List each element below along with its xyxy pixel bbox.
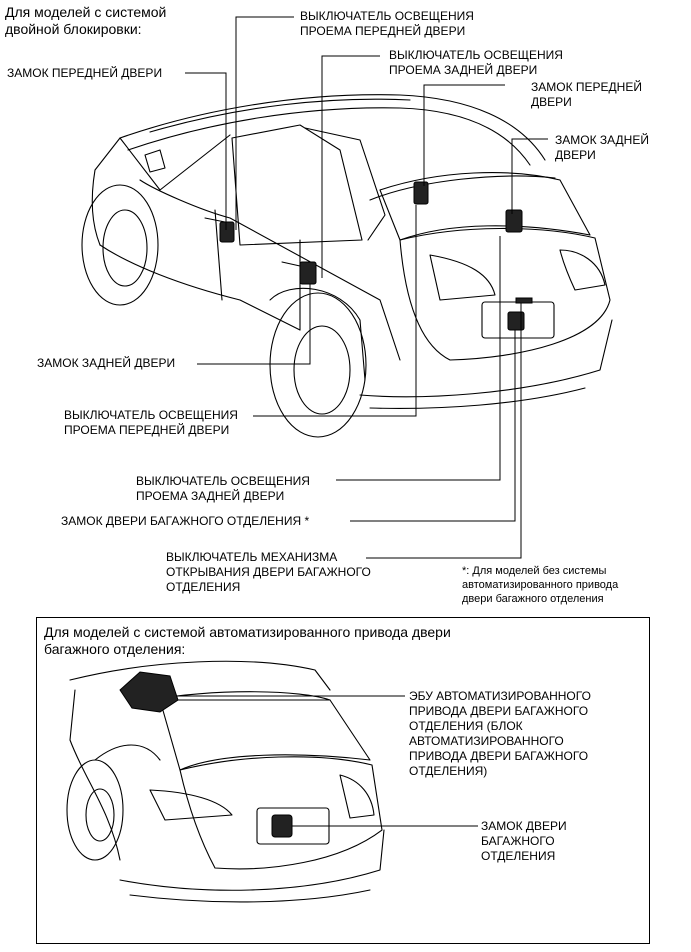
section-header-power-back-door: Для моделей с системой автоматизированно… [44, 624, 451, 657]
label-power-back-door-ecu: ЭБУ АВТОМАТИЗИРОВАННОГО ПРИВОДА ДВЕРИ БА… [409, 689, 591, 778]
label-rear-door-lock-right: ЗАМОК ЗАДНЕЙ ДВЕРИ [555, 133, 649, 162]
label-front-door-lock-right: ЗАМОК ПЕРЕДНЕЙ ДВЕРИ [531, 80, 642, 109]
power-back-door-panel [36, 617, 650, 944]
label-front-door-lock-left: ЗАМОК ПЕРЕДНЕЙ ДВЕРИ [7, 66, 163, 80]
label-rear-door-courtesy-switch-top: ВЫКЛЮЧАТЕЛЬ ОСВЕЩЕНИЯ ПРОЕМА ЗАДНЕЙ ДВЕР… [389, 48, 563, 77]
label-back-door-opener-switch: ВЫКЛЮЧАТЕЛЬ МЕХАНИЗМА ОТКРЫВАНИЯ ДВЕРИ Б… [166, 550, 371, 594]
label-front-door-courtesy-switch-top: ВЫКЛЮЧАТЕЛЬ ОСВЕЩЕНИЯ ПРОЕМА ПЕРЕДНЕЙ ДВ… [300, 9, 474, 38]
label-rear-door-lock-left: ЗАМОК ЗАДНЕЙ ДВЕРИ [37, 356, 176, 370]
section-header-double-locking: Для моделей с системой двойной блокировк… [5, 4, 167, 37]
footnote: *: Для моделей без системы автоматизиров… [462, 565, 619, 605]
label-rear-door-courtesy-switch-bottom: ВЫКЛЮЧАТЕЛЬ ОСВЕЩЕНИЯ ПРОЕМА ЗАДНЕЙ ДВЕР… [136, 474, 310, 503]
label-front-door-courtesy-switch-bottom: ВЫКЛЮЧАТЕЛЬ ОСВЕЩЕНИЯ ПРОЕМА ПЕРЕДНЕЙ ДВ… [64, 408, 238, 437]
label-back-door-lock-bottom: ЗАМОК ДВЕРИ БАГАЖНОГО ОТДЕЛЕНИЯ [481, 819, 567, 863]
label-back-door-lock: ЗАМОК ДВЕРИ БАГАЖНОГО ОТДЕЛЕНИЯ * [61, 514, 310, 528]
